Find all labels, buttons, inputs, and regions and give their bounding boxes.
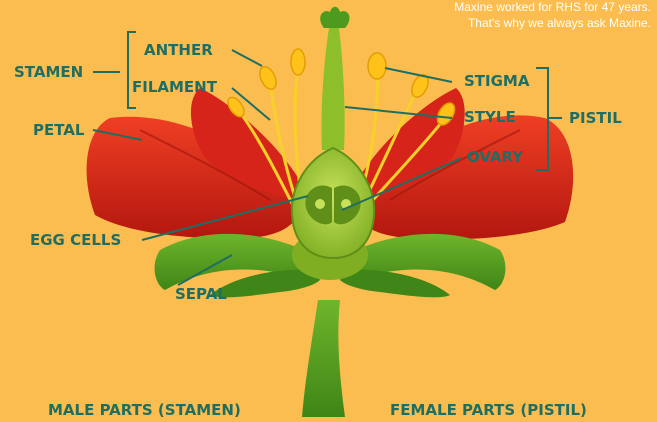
anther-4 [368,53,386,79]
caption-line-2: That's why we always ask Maxine. [468,16,651,31]
label-anther: ANTHER [144,41,213,59]
label-petal: PETAL [33,121,84,139]
anther-2 [291,49,305,75]
label-style: STYLE [464,108,516,126]
label-pistil: PISTIL [569,109,622,127]
style [321,28,344,150]
label-sepal: SEPAL [175,285,227,303]
egg-cell-1 [315,199,325,209]
heading-female-parts: FEMALE PARTS (PISTIL) [390,401,587,419]
label-ovary: OVARY [467,148,523,166]
stigma [320,7,349,28]
sepal-lower-right [340,270,450,298]
anther-1 [257,64,280,92]
heading-male-parts: MALE PARTS (STAMEN) [48,401,241,419]
label-filament: FILAMENT [132,78,217,96]
ovary [292,148,374,258]
label-egg-cells: EGG CELLS [30,231,121,249]
label-stamen: STAMEN [14,63,83,81]
stem [302,300,345,417]
caption-line-1: Maxine worked for RHS for 47 years. [454,0,651,15]
label-stigma: STIGMA [464,72,529,90]
